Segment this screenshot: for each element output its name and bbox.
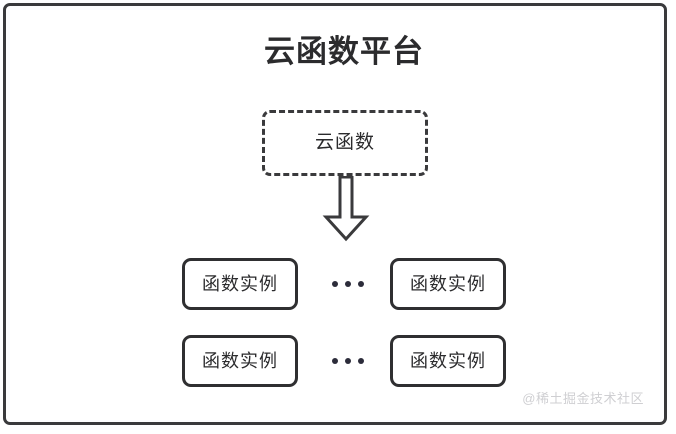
cloud-function-platform-frame: 云函数平台 云函数 函数实例 函数实例 函数实例	[3, 3, 667, 425]
function-instance-label: 函数实例	[410, 274, 486, 294]
function-instance-label: 函数实例	[202, 274, 278, 294]
ellipsis-dot	[345, 281, 351, 287]
function-instance-box: 函数实例	[182, 258, 298, 310]
arrow-down-block-icon	[320, 175, 372, 242]
function-instance-box: 函数实例	[182, 335, 298, 387]
ellipsis-dot	[345, 358, 351, 364]
instance-row: 函数实例 函数实例	[6, 335, 676, 387]
function-instance-label: 函数实例	[202, 351, 278, 371]
ellipsis-dot	[332, 281, 338, 287]
watermark: @稀土掘金技术社区	[522, 391, 644, 406]
ellipsis-icon	[326, 335, 370, 387]
function-instance-box: 函数实例	[390, 258, 506, 310]
ellipsis-dot	[332, 358, 338, 364]
page-title: 云函数平台	[264, 34, 424, 69]
ellipsis-dot	[358, 281, 364, 287]
cloud-function-box: 云函数	[262, 110, 428, 176]
function-instance-box: 函数实例	[390, 335, 506, 387]
cloud-function-label: 云函数	[314, 132, 375, 153]
ellipsis-icon	[326, 258, 370, 310]
instance-row: 函数实例 函数实例	[6, 258, 676, 310]
function-instance-label: 函数实例	[410, 351, 486, 371]
ellipsis-dot	[358, 358, 364, 364]
